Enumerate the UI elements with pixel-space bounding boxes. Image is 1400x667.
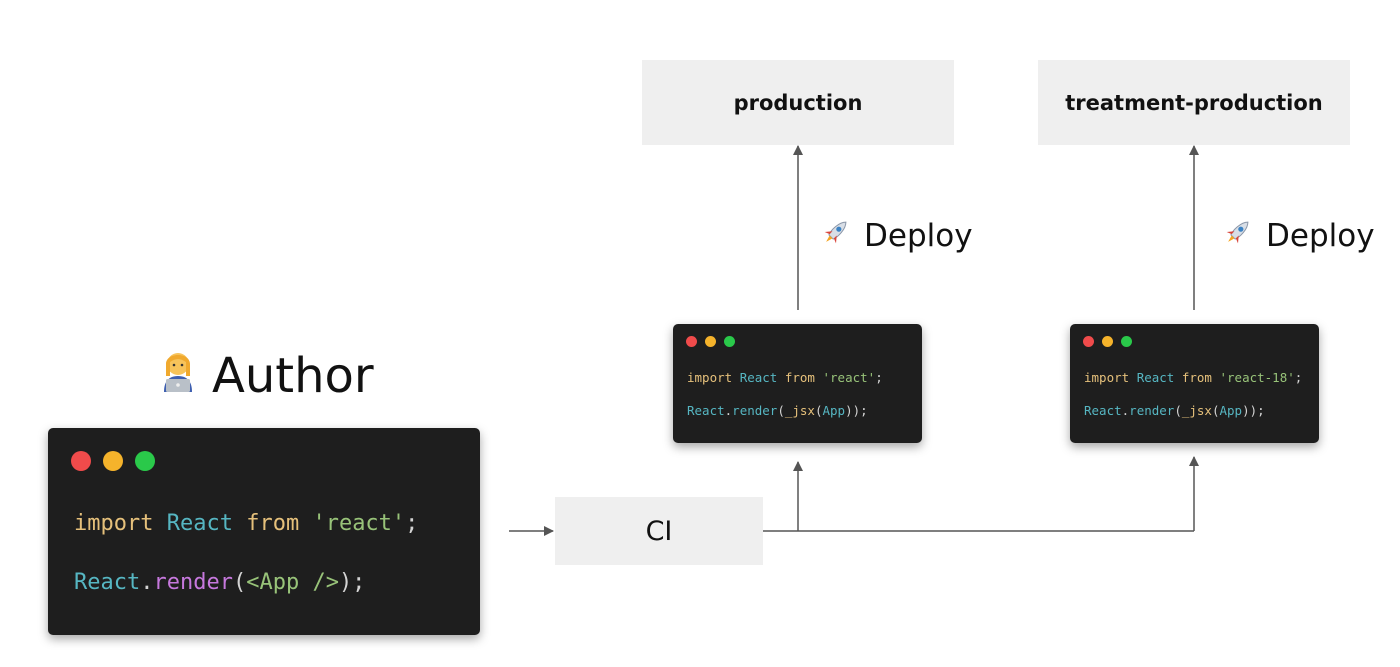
window-controls <box>1083 336 1132 347</box>
code-function: render <box>732 403 778 418</box>
code-identifier: React <box>166 511 233 536</box>
code-keyword: import <box>1084 370 1130 385</box>
minimize-dot-icon <box>1102 336 1113 347</box>
author-code-editor: import React from 'react'; React.render(… <box>48 428 480 635</box>
close-dot-icon <box>71 451 91 471</box>
code-punctuation: . <box>1121 403 1130 418</box>
production-environment-box: production <box>642 60 954 145</box>
code-identifier: React <box>739 370 778 385</box>
code-punctuation: )); <box>1242 403 1265 418</box>
close-dot-icon <box>1083 336 1094 347</box>
treatment-production-environment-label: treatment-production <box>1065 90 1323 115</box>
code-jsx: <App /> <box>246 570 339 595</box>
ci-label: CI <box>645 515 673 547</box>
code-identifier: App <box>822 403 846 418</box>
deploy-label-treatment-production: Deploy <box>1222 216 1375 256</box>
code-function: render <box>1129 403 1175 418</box>
code-function: _jsx <box>784 403 815 418</box>
code-punctuation: ; <box>875 370 883 385</box>
window-controls <box>71 451 155 471</box>
code-punctuation: ); <box>338 570 366 595</box>
code-line-render: React.render(<App />); <box>74 570 365 595</box>
code-line-import: import React from 'react'; <box>74 511 418 536</box>
code-line-render: React.render(_jsx(App)); <box>1084 403 1265 418</box>
window-controls <box>686 336 735 347</box>
author-label: Author <box>212 348 374 404</box>
code-string: 'react-18' <box>1219 370 1295 385</box>
close-dot-icon <box>686 336 697 347</box>
rocket-icon <box>820 216 852 256</box>
minimize-dot-icon <box>103 451 123 471</box>
code-punctuation: ( <box>814 403 823 418</box>
deploy-text: Deploy <box>1266 218 1375 254</box>
code-line-import: import React from 'react-18'; <box>1084 370 1302 385</box>
code-punctuation: )); <box>845 403 868 418</box>
code-function: _jsx <box>1181 403 1212 418</box>
code-string: 'react' <box>822 370 876 385</box>
rocket-icon <box>1222 216 1254 256</box>
code-punctuation: ( <box>1211 403 1220 418</box>
code-string: 'react' <box>312 511 406 536</box>
code-identifier: React <box>74 570 141 595</box>
code-identifier: React <box>1136 370 1175 385</box>
code-punctuation: ; <box>1294 370 1303 385</box>
treatment-build-editor: import React from 'react-18'; React.rend… <box>1070 324 1319 443</box>
code-punctuation: ; <box>405 511 419 536</box>
deploy-label-production: Deploy <box>820 216 973 256</box>
code-identifier: App <box>1219 403 1243 418</box>
code-identifier: React <box>687 403 725 418</box>
code-line-import: import React from 'react'; <box>687 370 883 385</box>
code-keyword: from <box>784 370 815 385</box>
code-punctuation: ( <box>777 403 785 418</box>
code-punctuation: ( <box>1174 403 1182 418</box>
production-environment-label: production <box>733 90 863 115</box>
minimize-dot-icon <box>705 336 716 347</box>
code-line-render: React.render(_jsx(App)); <box>687 403 868 418</box>
maximize-dot-icon <box>135 451 155 471</box>
code-function: render <box>153 570 233 595</box>
code-keyword: import <box>74 511 154 536</box>
author-title: Author <box>156 346 374 406</box>
code-punctuation: . <box>140 570 154 595</box>
deploy-text: Deploy <box>864 218 973 254</box>
technologist-emoji-icon <box>156 346 200 406</box>
code-keyword: import <box>687 370 733 385</box>
code-punctuation: ( <box>232 570 247 595</box>
maximize-dot-icon <box>1121 336 1132 347</box>
code-punctuation: . <box>724 403 733 418</box>
code-keyword: from <box>246 511 300 536</box>
ci-box: CI <box>555 497 763 565</box>
code-keyword: from <box>1181 370 1212 385</box>
production-build-editor: import React from 'react'; React.render(… <box>673 324 922 443</box>
maximize-dot-icon <box>724 336 735 347</box>
code-identifier: React <box>1084 403 1122 418</box>
treatment-production-environment-box: treatment-production <box>1038 60 1350 145</box>
